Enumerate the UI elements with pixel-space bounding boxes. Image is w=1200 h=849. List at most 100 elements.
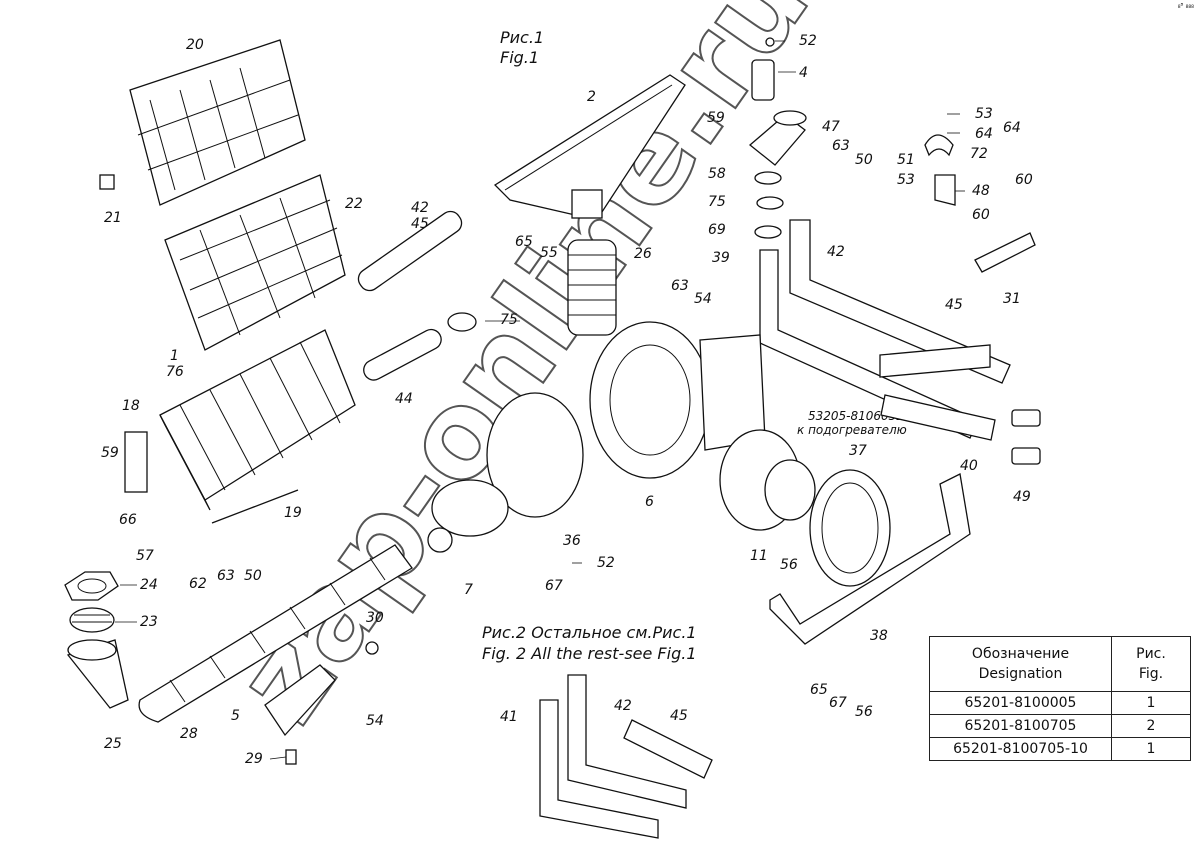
fig2-caption-en: Fig. 2 All the rest-see Fig.1 [482, 644, 697, 663]
clamp-58-75-69 [754, 171, 784, 239]
callout-44: 44 [395, 391, 413, 407]
corner-mark: ₈⁸ ₈₈₈ [1177, 2, 1194, 10]
callout-5: 5 [231, 708, 240, 724]
callout-67-bottom: 67 [829, 695, 847, 711]
callout-59-left: 59 [101, 445, 119, 461]
hose-45-40 [879, 344, 996, 441]
callout-45-right: 45 [945, 297, 963, 313]
callout-51: 51 [897, 152, 915, 168]
callout-58: 58 [708, 166, 726, 182]
hose-44 [363, 328, 442, 381]
callout-7: 7 [464, 582, 473, 598]
callout-64b: 64 [1003, 120, 1021, 136]
callout-52: 52 [799, 33, 817, 49]
radiator-1 [159, 329, 356, 511]
callout-18: 18 [122, 398, 140, 414]
callout-54-bottom: 54 [366, 713, 384, 729]
callout-75-left: 75 [500, 312, 518, 328]
callout-26: 26 [634, 246, 652, 262]
long-hose-28 [138, 544, 413, 723]
table-header-row: Обозначение Designation Рис. Fig. [929, 636, 1191, 692]
callout-labels: 20 21 22 2 65 55 26 52 4 59 47 63 50 53 … [101, 33, 1033, 767]
callout-63: 63 [832, 138, 850, 154]
heater-part-number: 53205-8106032 [808, 409, 904, 423]
callout-4: 4 [799, 65, 808, 81]
callout-53b: 53 [897, 172, 915, 188]
designation-cell: 65201-8100005 [929, 691, 1112, 715]
fig-cell: 1 [1111, 737, 1191, 761]
filter-frame-20 [129, 39, 306, 206]
callout-49: 49 [1013, 489, 1031, 505]
callout-36: 36 [563, 533, 581, 549]
plate-18 [124, 431, 148, 493]
valve-4 [751, 37, 775, 101]
mesh-22 [164, 174, 346, 351]
clamp-75-left [447, 312, 477, 332]
callout-56-bottom: 56 [855, 704, 873, 720]
callout-31: 31 [1003, 291, 1021, 307]
grille-23 [69, 607, 115, 633]
air-duct-2 [493, 74, 686, 219]
callout-40: 40 [960, 458, 978, 474]
table-row: 65201-8100005 1 [929, 691, 1191, 715]
callout-48: 48 [972, 183, 990, 199]
fig-cell: 1 [1111, 691, 1191, 715]
housing-7 [427, 392, 584, 553]
callout-72: 72 [970, 146, 988, 162]
callout-25: 25 [104, 736, 122, 752]
bracket-5 [264, 664, 336, 737]
callout-2: 2 [587, 89, 596, 105]
callout-39: 39 [712, 250, 730, 266]
callout-57: 57 [136, 548, 154, 564]
callout-37: 37 [849, 443, 867, 459]
fittings-49 [1011, 409, 1041, 465]
callout-69: 69 [708, 222, 726, 238]
designation-cell: 65201-8100705-10 [929, 737, 1112, 761]
callout-47: 47 [822, 119, 840, 135]
callout-60: 60 [1015, 172, 1033, 188]
callout-20: 20 [186, 37, 204, 53]
callout-76: 76 [166, 364, 184, 380]
hose-42-45-left [357, 210, 463, 292]
clamp-72-bracket-48 [924, 134, 956, 206]
callout-56: 56 [780, 557, 798, 573]
corrugated-hose-26 [567, 239, 617, 336]
callout-60b: 60 [972, 207, 990, 223]
callout-59: 59 [707, 110, 725, 126]
part-30 [365, 641, 379, 655]
flange-37 [809, 469, 891, 587]
callout-42-fig2: 42 [614, 698, 632, 714]
callout-67: 67 [545, 578, 563, 594]
tray-38 [769, 473, 971, 645]
to-heater-note: к подогревателю [797, 423, 907, 437]
callout-1: 1 [170, 348, 179, 364]
callout-75: 75 [708, 194, 726, 210]
callout-22: 22 [345, 196, 363, 212]
nozzle-25 [66, 639, 129, 709]
callout-53: 53 [975, 106, 993, 122]
callout-6: 6 [645, 494, 654, 510]
rod-19 [211, 489, 299, 524]
table-row: 65201-8100705 2 [929, 714, 1191, 738]
part-29 [285, 749, 297, 765]
callout-50: 50 [855, 152, 873, 168]
callout-19: 19 [284, 505, 302, 521]
fig-cell: 2 [1111, 714, 1191, 738]
fan-housing-6 [589, 321, 766, 479]
callout-62: 62 [189, 576, 207, 592]
callout-38: 38 [870, 628, 888, 644]
callout-45-left: 45 [411, 216, 429, 232]
header-fig: Рис. Fig. [1111, 636, 1191, 692]
callout-54: 54 [694, 291, 712, 307]
fig2-hoses [539, 674, 713, 839]
callout-65: 65 [515, 234, 533, 250]
header-designation: Обозначение Designation [929, 636, 1112, 692]
leader-lines [115, 40, 965, 760]
designation-cell: 65201-8100705 [929, 714, 1112, 738]
callout-23: 23 [140, 614, 158, 630]
callout-66: 66 [119, 512, 137, 528]
callout-21: 21 [104, 210, 122, 226]
bracket-47 [748, 110, 807, 166]
fig1-caption-ru: Рис.1 [500, 28, 544, 47]
